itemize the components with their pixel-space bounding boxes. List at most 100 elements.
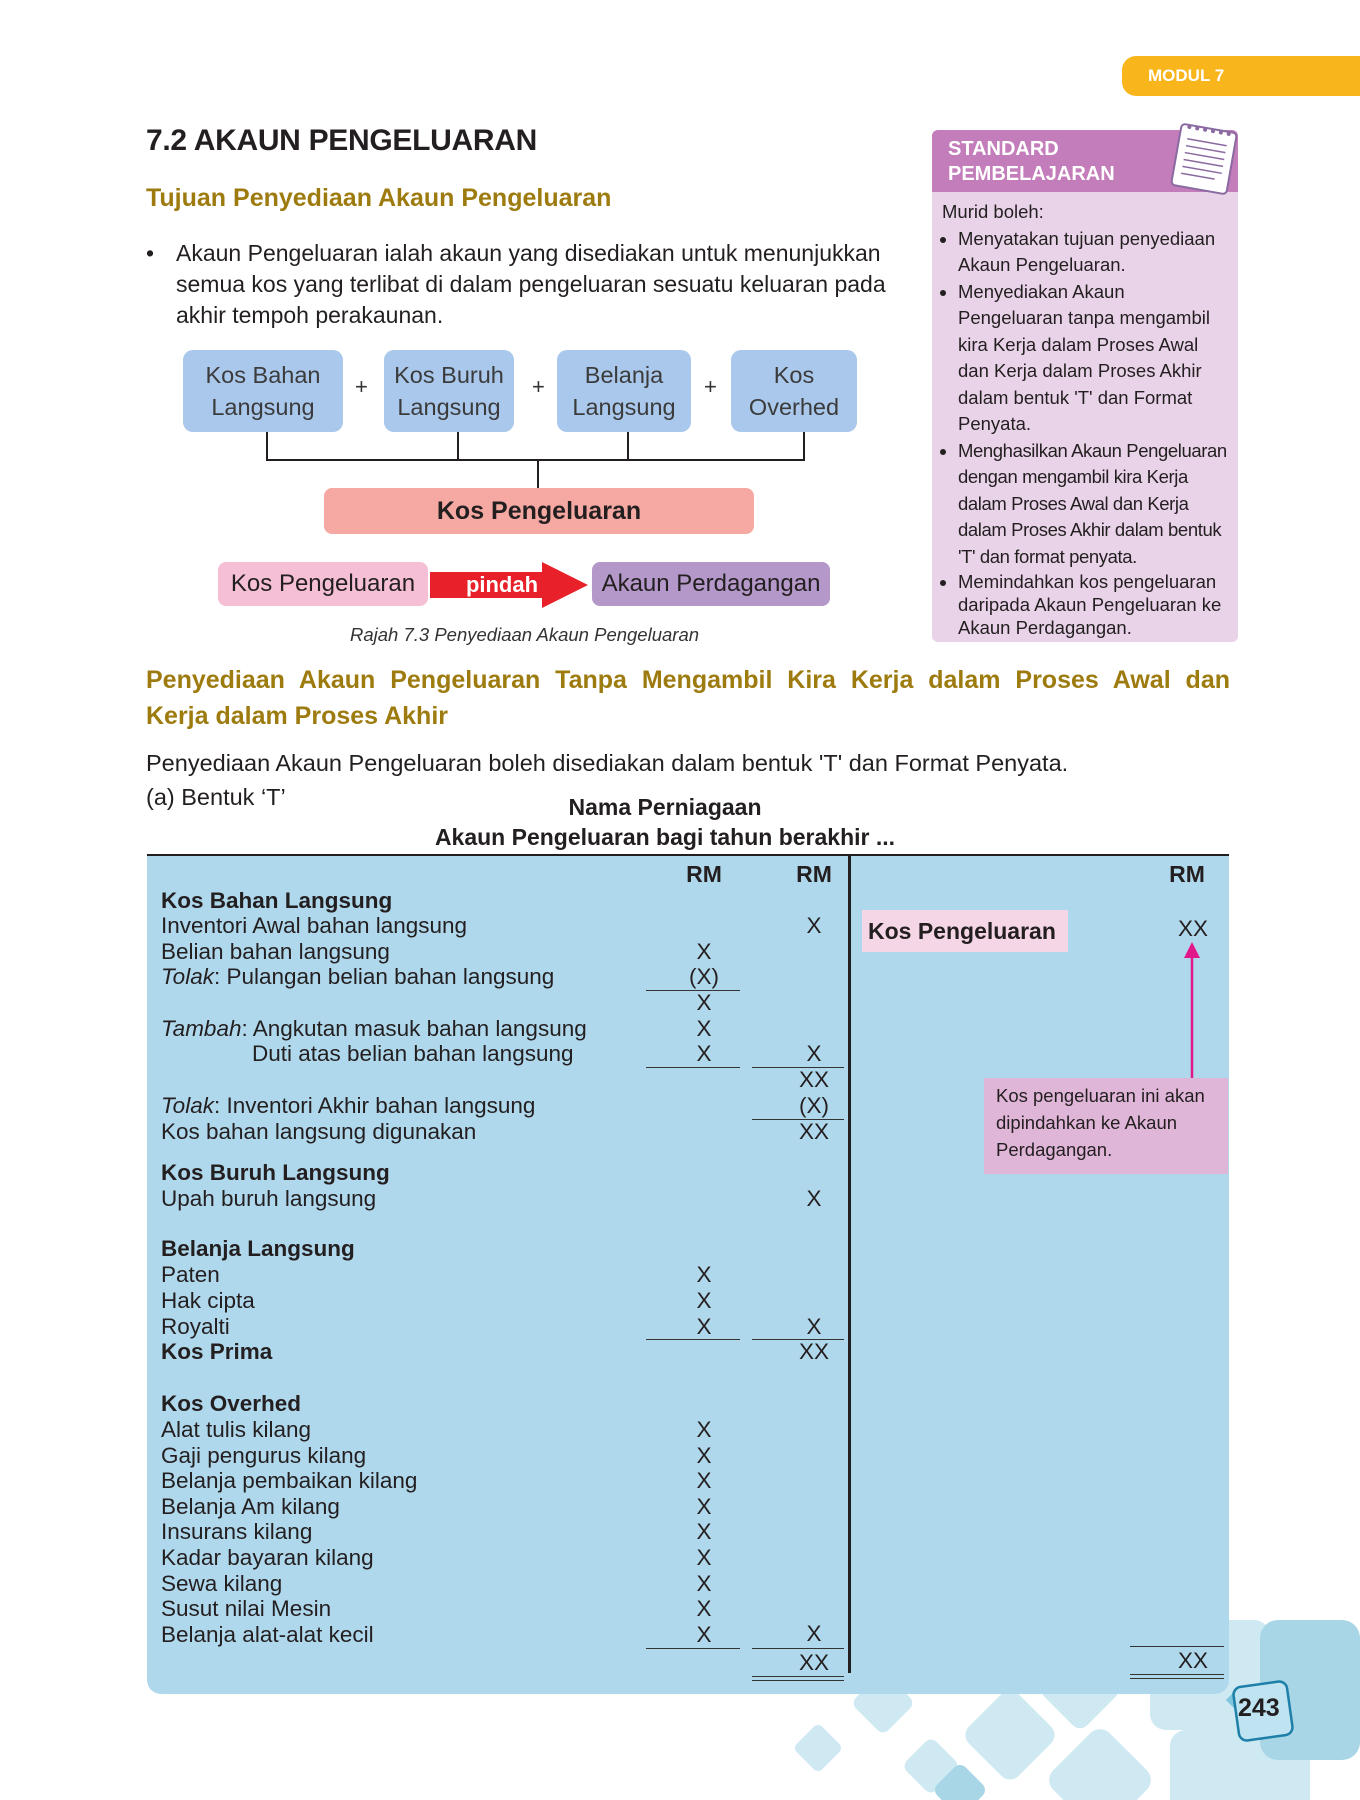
- amount: X: [806, 1186, 822, 1211]
- amount: X: [806, 1621, 822, 1646]
- amount: X: [696, 1262, 712, 1287]
- amount: X: [696, 1545, 712, 1570]
- section-label: Kos Bahan Langsung: [161, 888, 393, 913]
- amount: X: [696, 1468, 712, 1493]
- box-line: Langsung: [572, 394, 676, 420]
- module-tab: MODUL 7: [1122, 56, 1360, 96]
- note-line: Kos pengeluaran ini akan: [996, 1085, 1205, 1106]
- row-kos-prima: Kos Prima: [161, 1339, 272, 1365]
- row-overhed-item: Susut nilai Mesin: [161, 1596, 332, 1621]
- row-overhed-item: Belanja pembaikan kilang: [161, 1468, 418, 1493]
- amount: X: [806, 1314, 822, 1339]
- row-duti: Duti atas belian bahan langsung: [252, 1041, 574, 1066]
- row-angkutan: Tambah: Angkutan masuk bahan langsung: [161, 1016, 587, 1042]
- t-account-divider: [848, 856, 851, 1673]
- page-number-badge: [1232, 1680, 1294, 1742]
- standard-item: Menyatakan tujuan penyediaan Akaun Penge…: [958, 226, 1232, 279]
- amount: XX: [1177, 1648, 1208, 1673]
- standard-head-line-1: STANDARD: [948, 138, 1059, 160]
- row-overhed-item: Belanja alat-alat kecil: [161, 1622, 374, 1647]
- subheading-penyediaan: Penyediaan Akaun Pengeluaran Tanpa Menga…: [146, 662, 1230, 734]
- page-number: 243: [1238, 1694, 1280, 1722]
- underline: [646, 1648, 740, 1649]
- amount: X: [696, 1494, 712, 1519]
- notepad-icon: [1170, 123, 1238, 195]
- amount: X: [806, 1041, 822, 1066]
- standard-intro: Murid boleh:: [942, 201, 1044, 222]
- rm-header: RM: [796, 861, 832, 887]
- account-title-period: Akaun Pengeluaran bagi tahun berakhir ..…: [434, 824, 896, 850]
- amount: XX: [798, 1119, 829, 1144]
- box-line: Kos Buruh: [394, 362, 504, 388]
- plus-sign: +: [704, 374, 717, 399]
- subheading-line-1: Penyediaan Akaun Pengeluaran Tanpa Menga…: [146, 666, 1230, 694]
- form-label: (a) Bentuk ‘T’: [146, 784, 286, 810]
- standard-pembelajaran-box: [932, 130, 1238, 642]
- box-line: Overhed: [748, 394, 840, 420]
- section-label: Kos Buruh Langsung: [161, 1160, 390, 1185]
- rm-header: RM: [686, 861, 722, 887]
- rm-header: RM: [1169, 861, 1205, 887]
- account-title-business: Nama Perniagaan: [568, 794, 762, 820]
- row-royalti: Royalti: [161, 1314, 230, 1339]
- akaun-perdagangan-box: Akaun Perdagangan: [592, 562, 830, 606]
- bullet-dot: •: [146, 240, 155, 266]
- subheading-tujuan: Tujuan Penyediaan Akaun Pengeluaran: [146, 184, 612, 212]
- diagram-connector-lines: [266, 432, 805, 488]
- kos-pengeluaran-total-bar: Kos Pengeluaran: [324, 488, 754, 534]
- row-pulangan: Tolak: Pulangan belian bahan langsung: [161, 964, 554, 990]
- t-account-panel: [147, 856, 1229, 1694]
- row-overhed-item: Kadar bayaran kilang: [161, 1545, 374, 1570]
- underline: [752, 1648, 844, 1649]
- box-line: Langsung: [211, 394, 315, 420]
- amount: X: [696, 1443, 712, 1468]
- row-overhed-item: Gaji pengurus kilang: [161, 1443, 367, 1468]
- subheading-line-2: Kerja dalam Proses Akhir: [146, 702, 448, 730]
- bullet-line-2: semua kos yang terlibat di dalam pengelu…: [176, 271, 886, 297]
- section-kos-bahan: Kos Bahan Langsung: [161, 888, 392, 914]
- tolak-label: Tolak: [161, 964, 214, 989]
- credit-kos-pengeluaran: Kos Pengeluaran: [862, 910, 1068, 952]
- amount: X: [696, 1622, 712, 1647]
- tolak-label: Tolak: [161, 1093, 214, 1118]
- amount: X: [696, 939, 712, 964]
- amount: XX: [1177, 916, 1208, 941]
- arrow-up-icon: [1184, 942, 1200, 1078]
- note-line: dipindahkan ke Akaun: [996, 1112, 1178, 1133]
- row-overhed-item: Insurans kilang: [161, 1519, 313, 1544]
- row-paten: Paten: [161, 1262, 220, 1287]
- row-overhed-item: Alat tulis kilang: [161, 1417, 312, 1442]
- amount: XX: [798, 1067, 829, 1092]
- row-text: : Angkutan masuk bahan langsung: [241, 1016, 587, 1041]
- underline: [752, 1339, 844, 1340]
- amount: X: [696, 1596, 712, 1621]
- amount: XX: [798, 1650, 829, 1675]
- standard-item: Menyediakan Akaun Pengeluaran tanpa meng…: [958, 279, 1232, 438]
- amount: X: [696, 1288, 712, 1313]
- amount: X: [696, 1041, 712, 1066]
- row-text: : Inventori Akhir bahan langsung: [213, 1093, 536, 1118]
- amount: X: [696, 1314, 712, 1339]
- standard-head-line-2: PEMBELAJARAN: [948, 163, 1115, 185]
- section-kos-buruh: Kos Buruh Langsung: [161, 1160, 390, 1186]
- amount: X: [696, 1571, 712, 1596]
- amount: X: [806, 913, 822, 938]
- amount: X: [696, 1519, 712, 1544]
- standard-pembelajaran-body: Murid boleh: Menyatakan tujuan penyediaa…: [942, 199, 1232, 639]
- row-overhed-item: Belanja Am kilang: [161, 1494, 340, 1519]
- t-account-top-rule: [147, 854, 1229, 856]
- standard-item: Memindahkan kos pengeluaran daripada Aka…: [958, 570, 1232, 639]
- section-label: Kos Overhed: [161, 1391, 302, 1416]
- transfer-note: Kos pengeluaran ini akan dipindahkan ke …: [984, 1078, 1228, 1174]
- section-kos-overhed: Kos Overhed: [161, 1391, 301, 1417]
- section-belanja-langsung: Belanja Langsung: [161, 1236, 355, 1262]
- bullet-line-3: akhir tempoh perakaunan.: [176, 302, 444, 328]
- box-line: Belanja: [584, 362, 664, 388]
- box-line: Kos Bahan: [205, 362, 321, 388]
- underline: [1130, 1646, 1224, 1647]
- figure-caption: Rajah 7.3 Penyediaan Akaun Pengeluaran: [350, 624, 700, 645]
- section-label: Kos Prima: [161, 1339, 273, 1364]
- row-digunakan: Kos bahan langsung digunakan: [161, 1119, 477, 1144]
